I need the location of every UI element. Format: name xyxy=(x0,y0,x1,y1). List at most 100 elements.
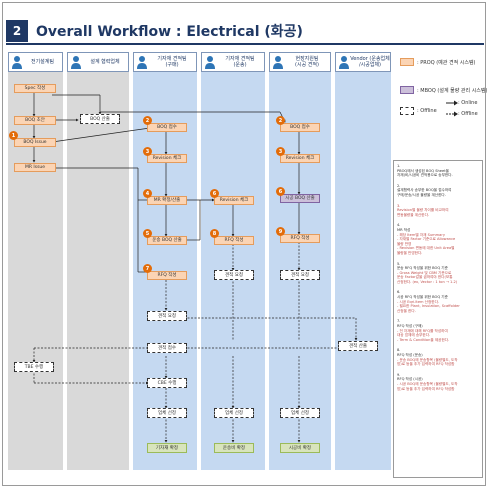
step-badge: 8 xyxy=(210,229,219,238)
note-item: 7.RFQ 작성 (구매)- 전 자재에 대해 RFQ를 작성하여 대상 업체에… xyxy=(397,319,479,342)
trans-revision-box[interactable]: Revision 체크 xyxy=(214,196,254,205)
step-badge: 3 xyxy=(143,147,152,156)
note-line: 설계협력사 송부한 BOQ을 접수하여 xyxy=(397,188,452,193)
proc-mr-box[interactable]: MR 확정/산출 xyxy=(147,196,187,205)
lane-sublabel: (구매) xyxy=(165,62,179,68)
person-icon xyxy=(339,56,349,69)
legend-swatch-mboq xyxy=(400,86,414,94)
note-item: 9.RFQ 작성 (시공)- 시공 BOQ에 운송항목 (물량별도, 도착 방)… xyxy=(397,373,479,391)
trans-request-box[interactable]: 견적 요청 xyxy=(214,270,254,280)
lane-header-design-partner: 설계 협력업체 xyxy=(67,52,129,72)
note-number: 4. xyxy=(397,223,401,228)
note-number: 8. xyxy=(397,348,401,353)
note-line: RFQ 작성 (구매) xyxy=(397,324,423,329)
note-line: - Term & Condition을 제공한다. xyxy=(397,337,450,342)
vendor-select-cons-box[interactable]: 업체 선정 xyxy=(280,408,320,418)
step-badge: 6 xyxy=(276,187,285,196)
person-icon xyxy=(205,56,215,69)
legend-offline-label: : Offline xyxy=(458,111,478,117)
cons-revision-box[interactable]: Revision 체크 xyxy=(280,154,320,163)
cons-boq-calc-box[interactable]: 시공 BOQ 산출 xyxy=(280,194,320,203)
note-item: 5.운송 RFQ 작성을 위한 BOQ 기준- Gross Weight 및 C… xyxy=(397,262,479,285)
spec-box[interactable]: Spec 작성 xyxy=(14,84,56,93)
note-line: 산정한다. (ex, Vector : 1 ton → 1.2) xyxy=(397,279,458,284)
lane-label: 현장지원팀 xyxy=(295,56,319,62)
boq-issue-box[interactable]: BOQ Issue xyxy=(14,138,56,147)
proc-revision-box[interactable]: Revision 체크 xyxy=(147,154,187,163)
note-line: - Revision 변동에 대한 Unit Area별 xyxy=(397,246,455,251)
note-line: 물량 반영 xyxy=(397,241,412,246)
note-line: - 해당 Item별 자재 Summary xyxy=(397,232,445,237)
vendor-quote-box[interactable]: 견적 산출 xyxy=(338,341,378,351)
step-badge: 4 xyxy=(143,189,152,198)
cons-request-box[interactable]: 견적 요청 xyxy=(280,270,320,280)
person-icon xyxy=(71,56,81,69)
note-line: 시공 RFQ 작성을 위한 BOQ 기준 xyxy=(397,295,448,300)
page-title: Overall Workflow : Electrical (화공) xyxy=(36,24,303,40)
trans-rfq-box[interactable]: RFQ 작성 xyxy=(214,236,254,245)
note-item: 4.MR 작성- 해당 Item별 자재 Summary- 자재별 Factor… xyxy=(397,223,479,255)
step-badge: 6 xyxy=(210,189,219,198)
note-number: 3. xyxy=(397,203,401,208)
proc-final-box[interactable]: 기자재 확정 xyxy=(147,443,187,453)
lane-label: 전기설계팀 xyxy=(30,59,54,65)
cons-final-box[interactable]: 시공비 확정 xyxy=(280,443,320,453)
note-line: 운송 Factor값을 곱하여야 한다(보통 xyxy=(397,275,453,280)
legend-swatch-proq xyxy=(400,58,414,66)
note-line: 변동물량을 계산한다. xyxy=(397,212,430,217)
note-line: 방)로 등을 추가 입력하여 RFQ 작성함 xyxy=(397,386,455,391)
note-line: - Gross Weight 및 CBM 기준으로 xyxy=(397,270,452,275)
proc-request-box[interactable]: 견적 요청 xyxy=(147,311,187,321)
person-icon xyxy=(12,56,22,69)
tbe-box[interactable]: TBE 수행 xyxy=(14,362,54,372)
quote-receive-box[interactable]: 견적 접수 xyxy=(147,343,187,353)
vendor-select-proc-box[interactable]: 업체 선정 xyxy=(147,408,187,418)
note-item: 6.시공 RFQ 작성을 위한 BOQ 기준- 시공 Eqri.Item 산정한… xyxy=(397,290,479,313)
note-line: MR 작성 xyxy=(397,227,411,232)
note-line: - 전 자재에 대해 RFQ를 작성하여 xyxy=(397,328,448,333)
dashed-arrow-icon xyxy=(446,111,458,117)
note-number: 5. xyxy=(397,261,401,266)
proc-rfq-box[interactable]: RFQ 작성 xyxy=(147,271,187,280)
note-number: 7. xyxy=(397,319,401,324)
cbe-box[interactable]: CBE 수행 xyxy=(147,378,187,388)
legend-online: : Online xyxy=(446,100,477,106)
step-badge: 9 xyxy=(276,227,285,236)
lane-sublabel: (시공 견적) xyxy=(295,62,319,68)
proc-transport-boq-box[interactable]: 운송 BOQ 산출 xyxy=(147,236,187,245)
note-line: 산정을 한다. xyxy=(397,308,416,313)
lane-transport xyxy=(201,52,265,470)
note-line: PBOQ에서 생성된 BOQ Sheet을 xyxy=(397,168,449,173)
note-line: - 필요한 Plant, Insulation, Scaffolder xyxy=(397,304,460,309)
note-line: Revision별 물량 차이를 비교하여 xyxy=(397,208,449,213)
cons-rfq-box[interactable]: RFQ 작성 xyxy=(280,234,320,243)
mr-issue-box[interactable]: MR Issue xyxy=(14,163,56,172)
note-line: - 시공 Eqri.Item 산정한다. xyxy=(397,299,440,304)
note-line: 대상 업체에 송부한다. xyxy=(397,333,431,338)
legend-mboq: : MBOQ (설계 물량 관리 시스템) xyxy=(400,86,487,94)
step-badge: 1 xyxy=(9,131,18,140)
legend-offline-box-label: : Offline xyxy=(417,108,437,114)
boq-draft-box[interactable]: BOQ 초안 xyxy=(14,116,56,125)
step-badge: 5 xyxy=(143,229,152,238)
cons-boq-receive-box[interactable]: BOQ 접수 xyxy=(280,123,320,132)
lane-sublabel: /시공업체) xyxy=(358,62,382,68)
boq-design-box[interactable]: BOQ 산출 xyxy=(80,114,120,124)
note-line: RFQ 작성 (운송) xyxy=(397,353,423,357)
step-badge: 2 xyxy=(276,116,285,125)
step-badge: 3 xyxy=(276,147,285,156)
lane-label: 기자재 견적팀 xyxy=(225,56,255,62)
page-header: 2 Overall Workflow : Electrical (화공) xyxy=(6,20,303,42)
header-rule xyxy=(6,43,484,45)
lane-sublabel: (운송) xyxy=(233,62,247,68)
note-number: 6. xyxy=(397,290,401,295)
note-line: 운송 RFQ 작성을 위한 BOQ 기준 xyxy=(397,266,448,271)
note-line: 자재(비/시공비 견적용으로 송부한다. xyxy=(397,173,453,178)
lane-label: 기자재 견적팀 xyxy=(157,56,187,62)
note-item: 8.RFQ 작성 (운송)- 운송 BOQ에 운송항목 (물량별도, 도착 방)… xyxy=(397,348,479,366)
trans-final-box[interactable]: 운송비 확정 xyxy=(214,443,254,453)
proc-boq-receive-box[interactable]: BOQ 접수 xyxy=(147,123,187,132)
note-line: RFQ 작성 (시공) xyxy=(397,377,423,382)
vendor-select-trans-box[interactable]: 업체 선정 xyxy=(214,408,254,418)
